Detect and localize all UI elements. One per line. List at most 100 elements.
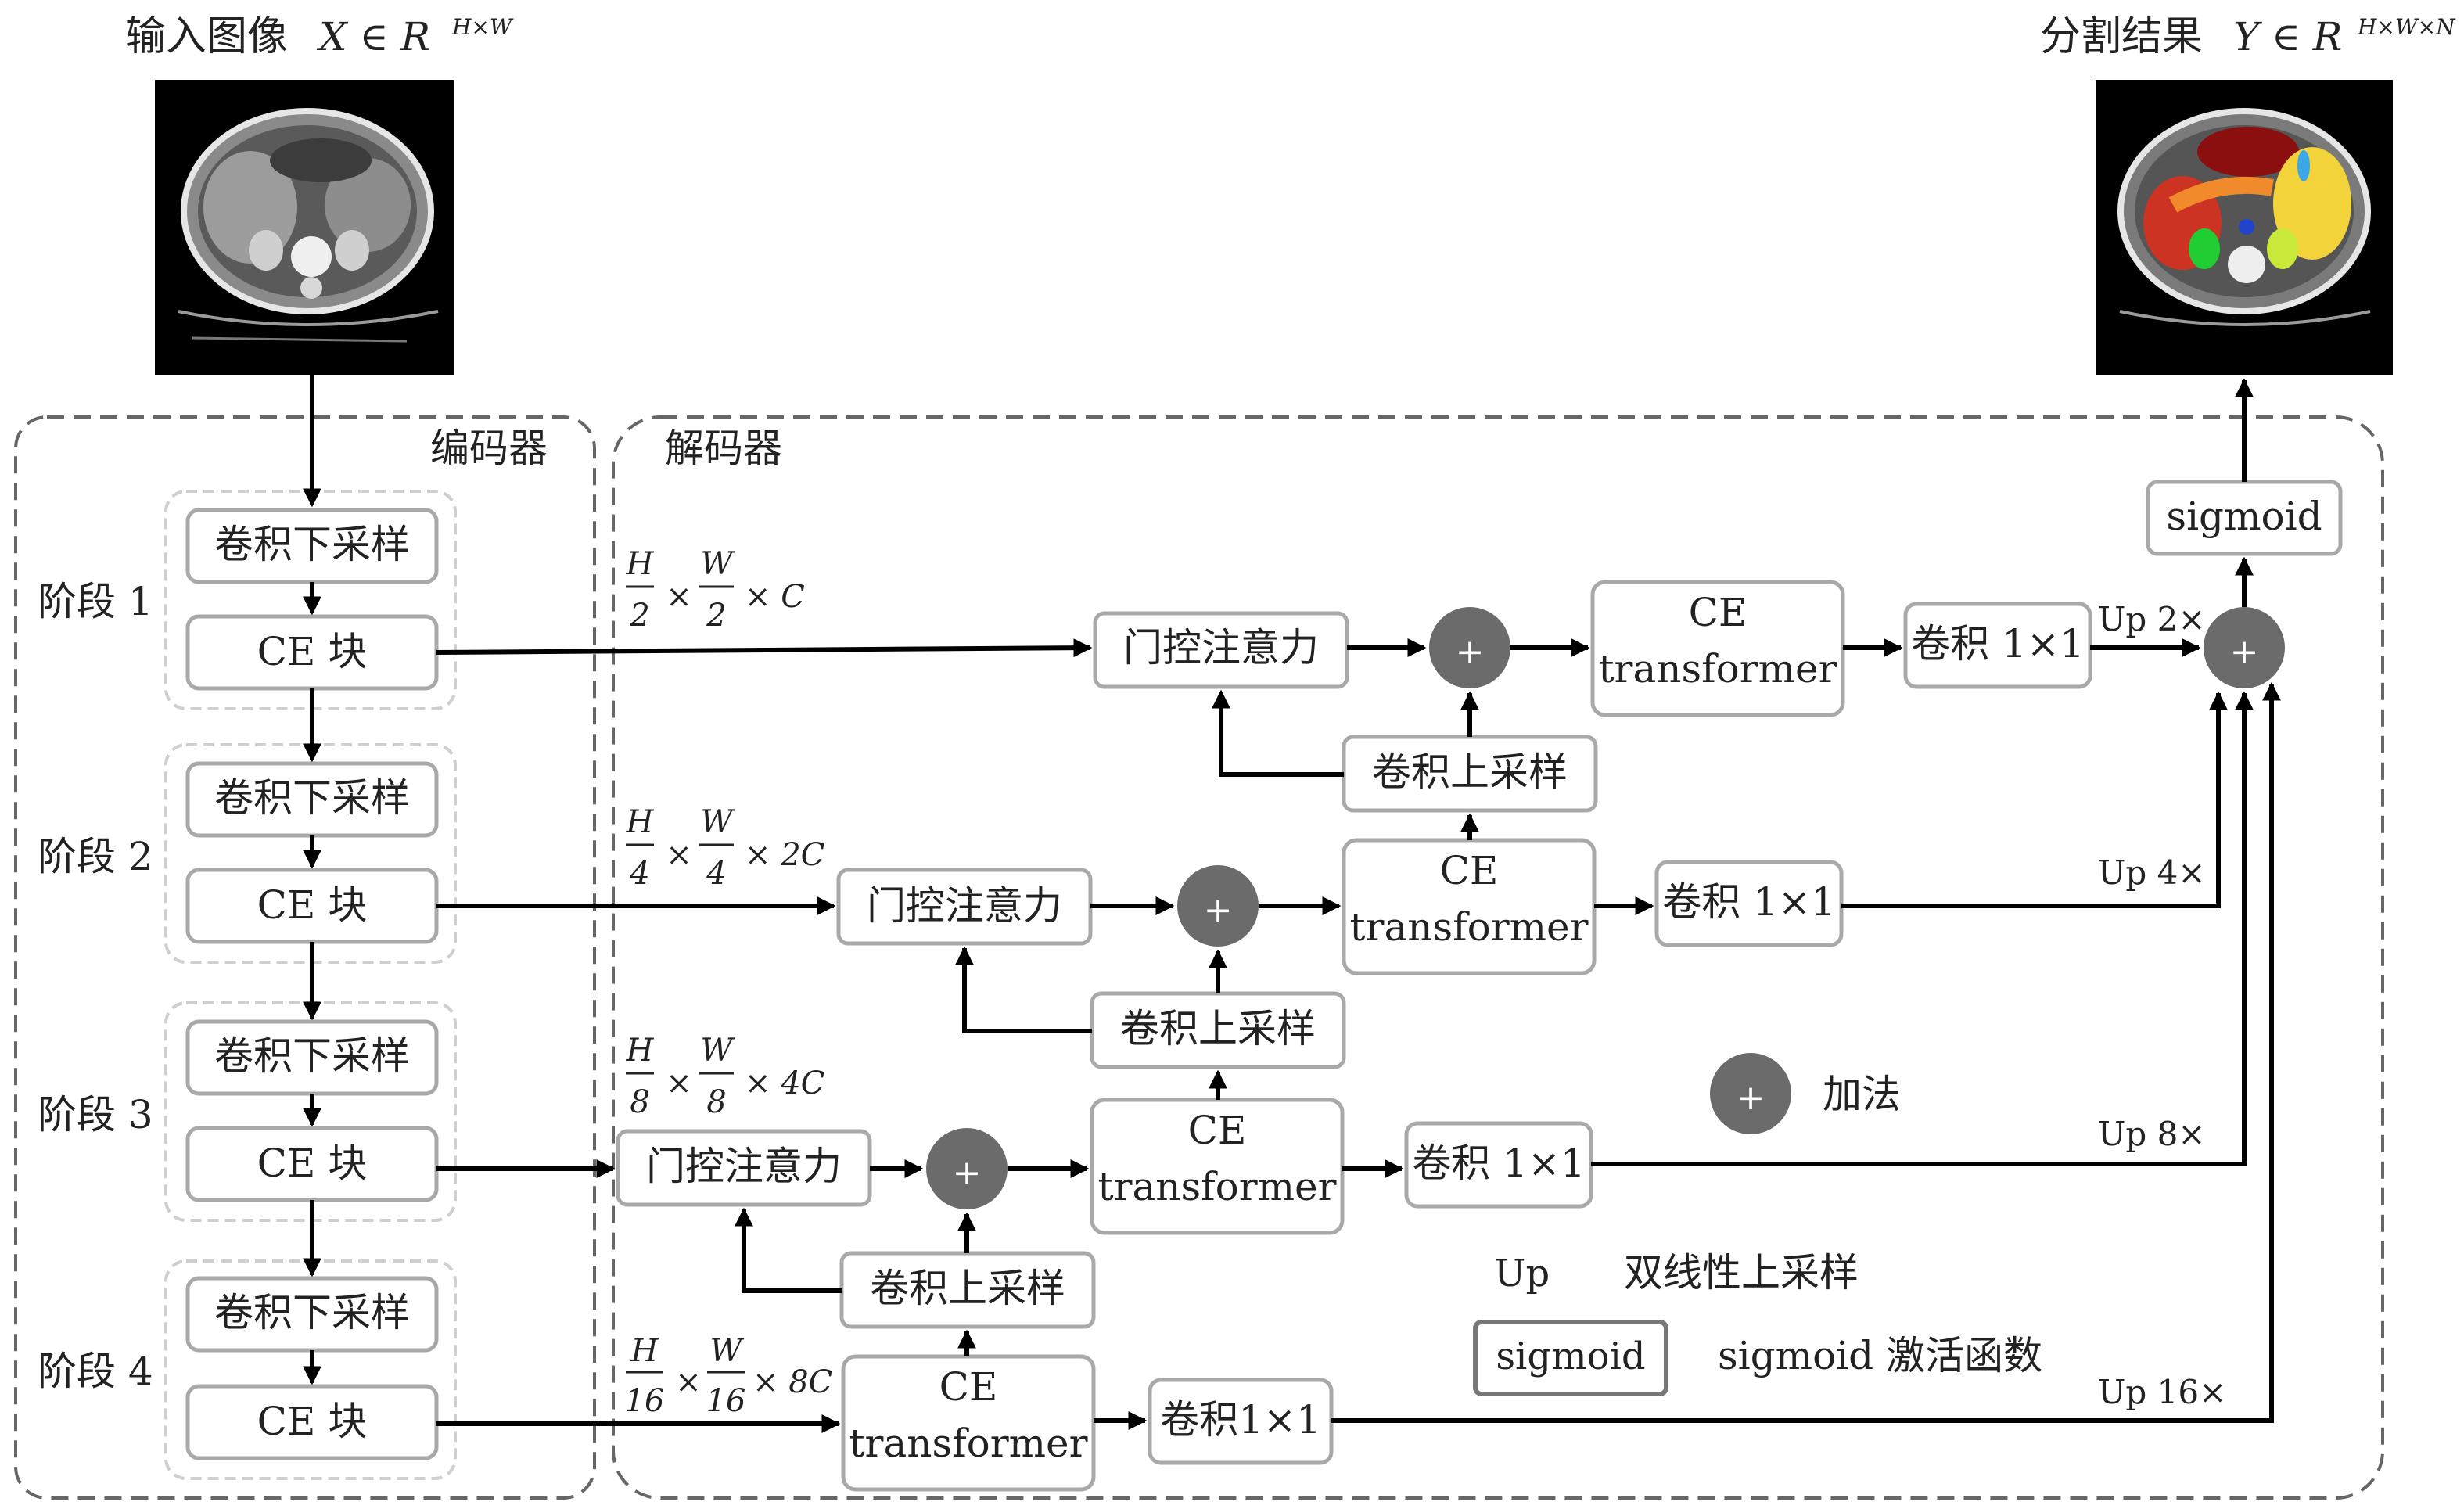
- svg-text:+: +: [1204, 890, 1233, 930]
- svg-text:2: 2: [706, 598, 726, 634]
- dim-label-3: H 8 × W 8 × 4C: [626, 1033, 825, 1120]
- svg-text:W: W: [709, 1333, 744, 1369]
- legend-sigmoid-desc: sigmoid 激活函数: [1718, 1333, 2042, 1378]
- svg-text:CE 块: CE 块: [257, 882, 368, 928]
- up-label-4x: Up 4×: [2098, 853, 2206, 892]
- dim-label-1: H 2 × W 2 × C: [626, 546, 805, 634]
- svg-text:分割结果: 分割结果: [2040, 13, 2203, 60]
- seg-kidney-right: [2189, 228, 2220, 269]
- svg-text:门控注意力: 门控注意力: [1123, 625, 1319, 670]
- svg-text:transformer: transformer: [1349, 904, 1588, 950]
- svg-text:X ∈ R: X ∈ R: [316, 14, 430, 59]
- seg-gallbladder: [2297, 150, 2310, 181]
- legend-up-desc: 双线性上采样: [1624, 1250, 1859, 1295]
- svg-text:×: ×: [675, 1364, 702, 1400]
- up-label-16x: Up 16×: [2098, 1373, 2226, 1411]
- svg-text:CE: CE: [1188, 1108, 1247, 1153]
- svg-text:4: 4: [706, 856, 726, 892]
- svg-text:W: W: [700, 546, 735, 582]
- encoder-panel: [14, 415, 596, 1500]
- svg-text:输入图像: 输入图像: [125, 13, 288, 60]
- final-fusion: sigmoid + Up 2× Up 4× Up 8× Up 16×: [2098, 480, 2343, 1411]
- dim-label-4: H 16 × W 16 × 8C: [625, 1333, 833, 1419]
- up-label-8x: Up 8×: [2098, 1115, 2206, 1153]
- legend-up-key: Up: [1494, 1252, 1550, 1295]
- seg-pancreas: [2168, 176, 2274, 213]
- svg-text:+: +: [1456, 632, 1485, 672]
- svg-text:×: ×: [666, 837, 692, 873]
- svg-text:阶段 1: 阶段 1: [38, 579, 153, 624]
- svg-text:+: +: [1737, 1078, 1765, 1118]
- output-segmentation-image: [2096, 80, 2393, 375]
- svg-text:transformer: transformer: [849, 1421, 1087, 1466]
- svg-text:× C: × C: [745, 579, 805, 615]
- legend-sigmoid-box: [1473, 1320, 1668, 1396]
- svg-text:卷积下采样: 卷积下采样: [214, 522, 410, 567]
- decoder-panel: [612, 415, 2384, 1500]
- svg-text:8: 8: [706, 1084, 726, 1120]
- svg-text:CE: CE: [1689, 590, 1747, 635]
- encoder-stage-4: 阶段 4 卷积下采样 CE 块: [38, 1259, 457, 1480]
- svg-text:CE 块: CE 块: [257, 1399, 368, 1444]
- svg-text:× 4C: × 4C: [745, 1065, 824, 1101]
- svg-text:CE: CE: [939, 1364, 998, 1410]
- svg-text:× 2C: × 2C: [745, 837, 824, 873]
- decoder-level-4: CE transformer 卷积1×1: [841, 1354, 1334, 1492]
- legend: + 加法 Up 双线性上采样 sigmoid sigmoid 激活函数: [1473, 1053, 2042, 1396]
- decoder-title: 解码器: [665, 426, 782, 471]
- svg-text:CE: CE: [1440, 848, 1499, 893]
- decoder-level-3: 门控注意力 + CE transformer 卷积 1×1 卷积上采样: [616, 1098, 1593, 1329]
- connection-wires: [436, 378, 2281, 1433]
- dim-label-2: H 4 × W 4 × 2C: [626, 804, 825, 892]
- encoder-stage-3: 阶段 3 卷积下采样 CE 块: [38, 1001, 457, 1222]
- svg-text:卷积下采样: 卷积下采样: [214, 1033, 410, 1079]
- svg-text:阶段 3: 阶段 3: [38, 1092, 153, 1137]
- final-add-node: [2204, 607, 2285, 688]
- legend-add-icon: [1710, 1053, 1791, 1134]
- add-node: [1177, 865, 1259, 947]
- svg-text:卷积 1×1: 卷积 1×1: [1911, 621, 2084, 666]
- svg-text:卷积下采样: 卷积下采样: [214, 1290, 410, 1335]
- input-ct-image: [155, 80, 454, 375]
- svg-text:4: 4: [629, 856, 649, 892]
- svg-text:H: H: [626, 804, 655, 840]
- svg-text:sigmoid: sigmoid: [1496, 1335, 1645, 1378]
- svg-text:H×W: H×W: [451, 14, 514, 40]
- svg-text:transformer: transformer: [1097, 1164, 1336, 1209]
- svg-text:H×W×N: H×W×N: [2357, 14, 2456, 40]
- add-node: [1429, 607, 1510, 688]
- up-label-2x: Up 2×: [2098, 600, 2206, 638]
- svg-text:门控注意力: 门控注意力: [867, 883, 1062, 929]
- svg-text:CE 块: CE 块: [257, 1141, 368, 1186]
- svg-text:卷积1×1: 卷积1×1: [1160, 1397, 1321, 1443]
- input-title: 输入图像 X ∈ R H×W: [125, 13, 514, 60]
- seg-stomach: [2197, 127, 2299, 177]
- decoder-level-1: 门控注意力 + CE transformer 卷积 1×1 卷积上采样: [1093, 580, 2092, 813]
- svg-text:16: 16: [625, 1383, 665, 1419]
- svg-text:×: ×: [666, 1065, 692, 1101]
- svg-text:卷积下采样: 卷积下采样: [214, 775, 410, 821]
- legend-add-label: 加法: [1823, 1072, 1901, 1117]
- svg-text:W: W: [700, 804, 735, 840]
- seg-spleen: [2273, 147, 2351, 260]
- decoder-level-2: 门控注意力 + CE transformer 卷积 1×1 卷积上采样: [836, 838, 1844, 1069]
- seg-kidney-left: [2267, 228, 2298, 269]
- svg-text:sigmoid: sigmoid: [2166, 494, 2322, 539]
- svg-text:卷积 1×1: 卷积 1×1: [1662, 879, 1835, 925]
- svg-text:门控注意力: 门控注意力: [646, 1144, 842, 1189]
- svg-text:H: H: [626, 546, 655, 582]
- svg-text:2: 2: [629, 598, 649, 634]
- svg-text:transformer: transformer: [1598, 646, 1837, 692]
- svg-text:卷积上采样: 卷积上采样: [870, 1266, 1065, 1311]
- svg-text:+: +: [953, 1153, 982, 1193]
- encoder-stage-2: 阶段 2 卷积下采样 CE 块: [38, 743, 457, 964]
- svg-text:H: H: [626, 1033, 655, 1069]
- svg-text:卷积 1×1: 卷积 1×1: [1412, 1141, 1585, 1186]
- svg-text:卷积上采样: 卷积上采样: [1372, 749, 1568, 795]
- svg-text:阶段 2: 阶段 2: [38, 834, 153, 879]
- svg-text:Y ∈ R: Y ∈ R: [2233, 14, 2342, 59]
- svg-text:W: W: [700, 1033, 735, 1069]
- svg-text:CE 块: CE 块: [257, 629, 368, 674]
